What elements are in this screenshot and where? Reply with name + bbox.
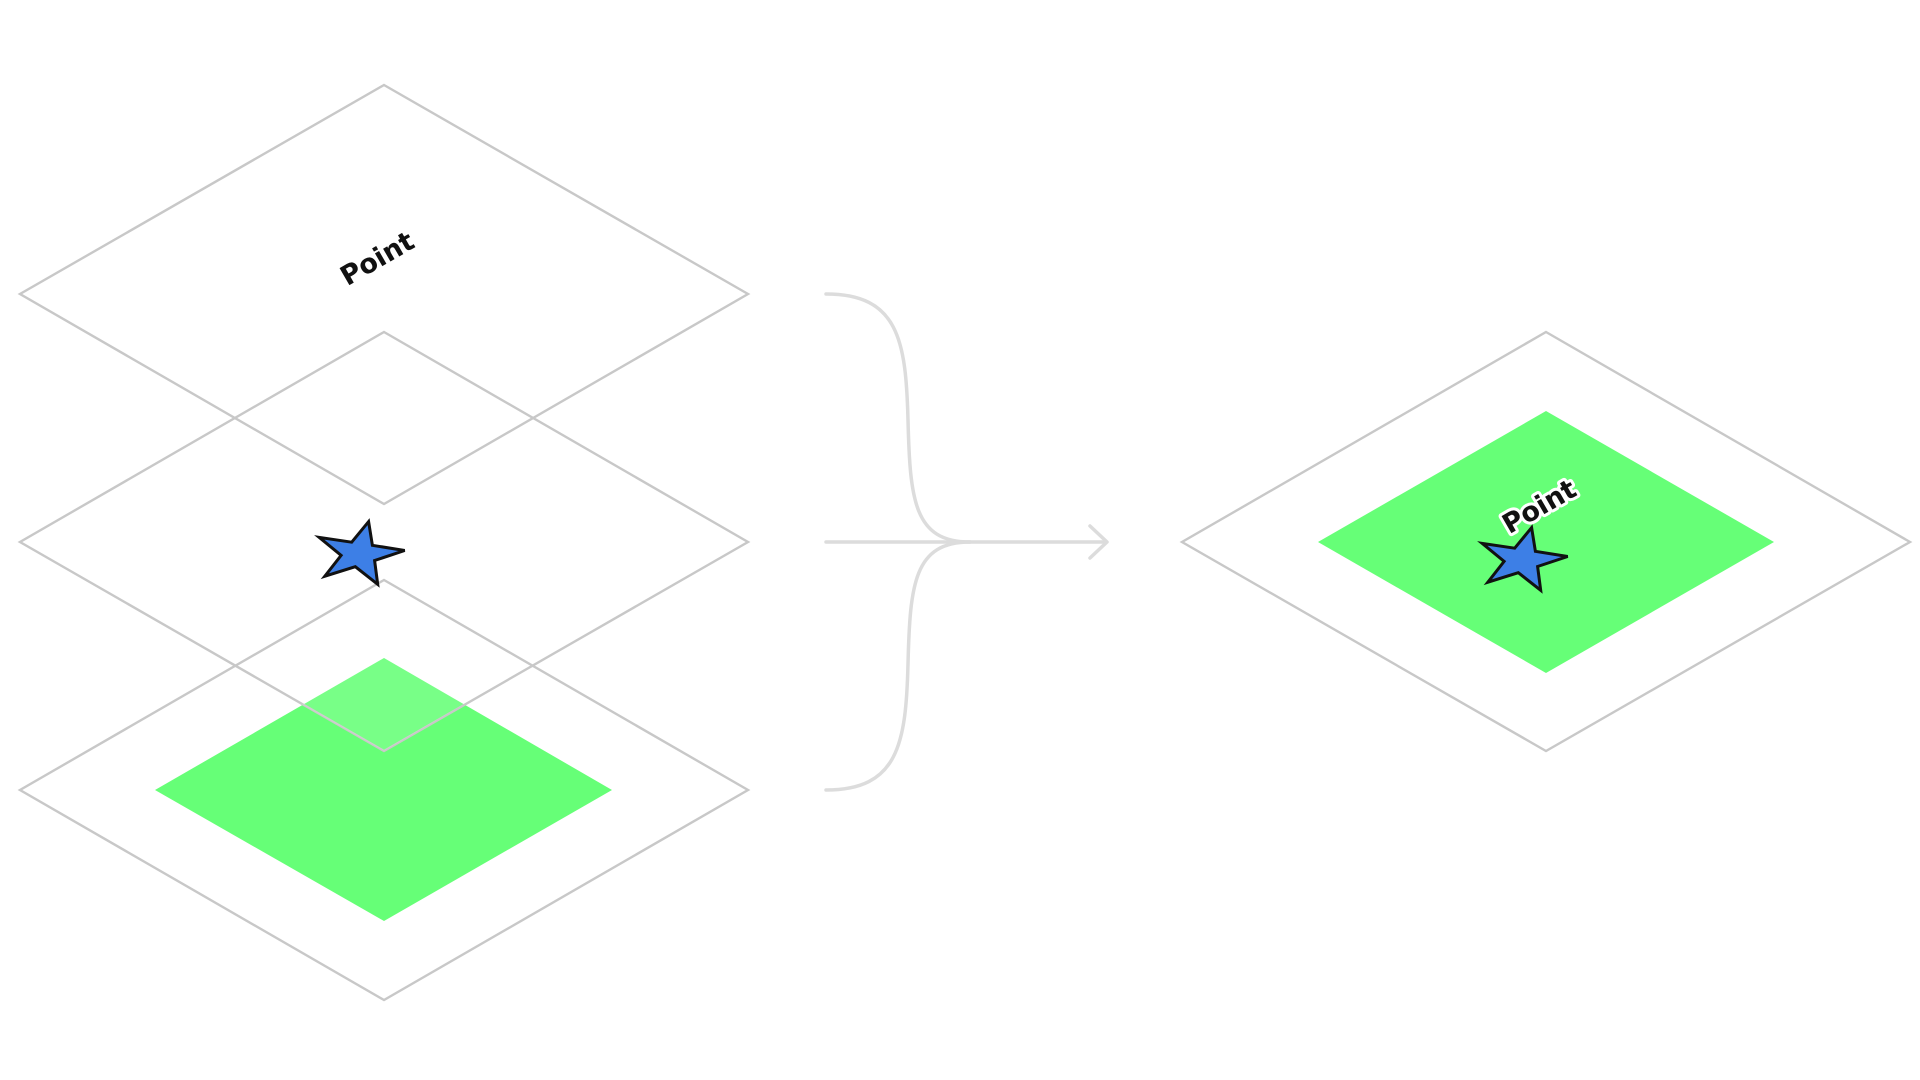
merge-connector xyxy=(824,292,1109,792)
polygon-layer-green-area xyxy=(155,658,612,921)
polygon-layer-outline xyxy=(17,578,751,1002)
symbol-layer-outline xyxy=(17,330,751,753)
symbol-layer-overlap-tint xyxy=(301,658,464,751)
result-layer: Point xyxy=(1179,330,1913,753)
result-green-area xyxy=(1318,411,1774,673)
label-layer-text: Point xyxy=(335,226,420,293)
result-star-icon xyxy=(1477,524,1569,594)
polygon-layer xyxy=(17,578,751,1002)
star-icon xyxy=(314,518,406,588)
arrow-head-icon xyxy=(1088,524,1109,560)
connector-bottom-branch xyxy=(824,540,972,792)
result-layer-outline xyxy=(1179,330,1913,753)
symbol-layer xyxy=(17,330,751,753)
label-layer-outline xyxy=(17,83,751,506)
connector-top-branch xyxy=(824,292,972,544)
